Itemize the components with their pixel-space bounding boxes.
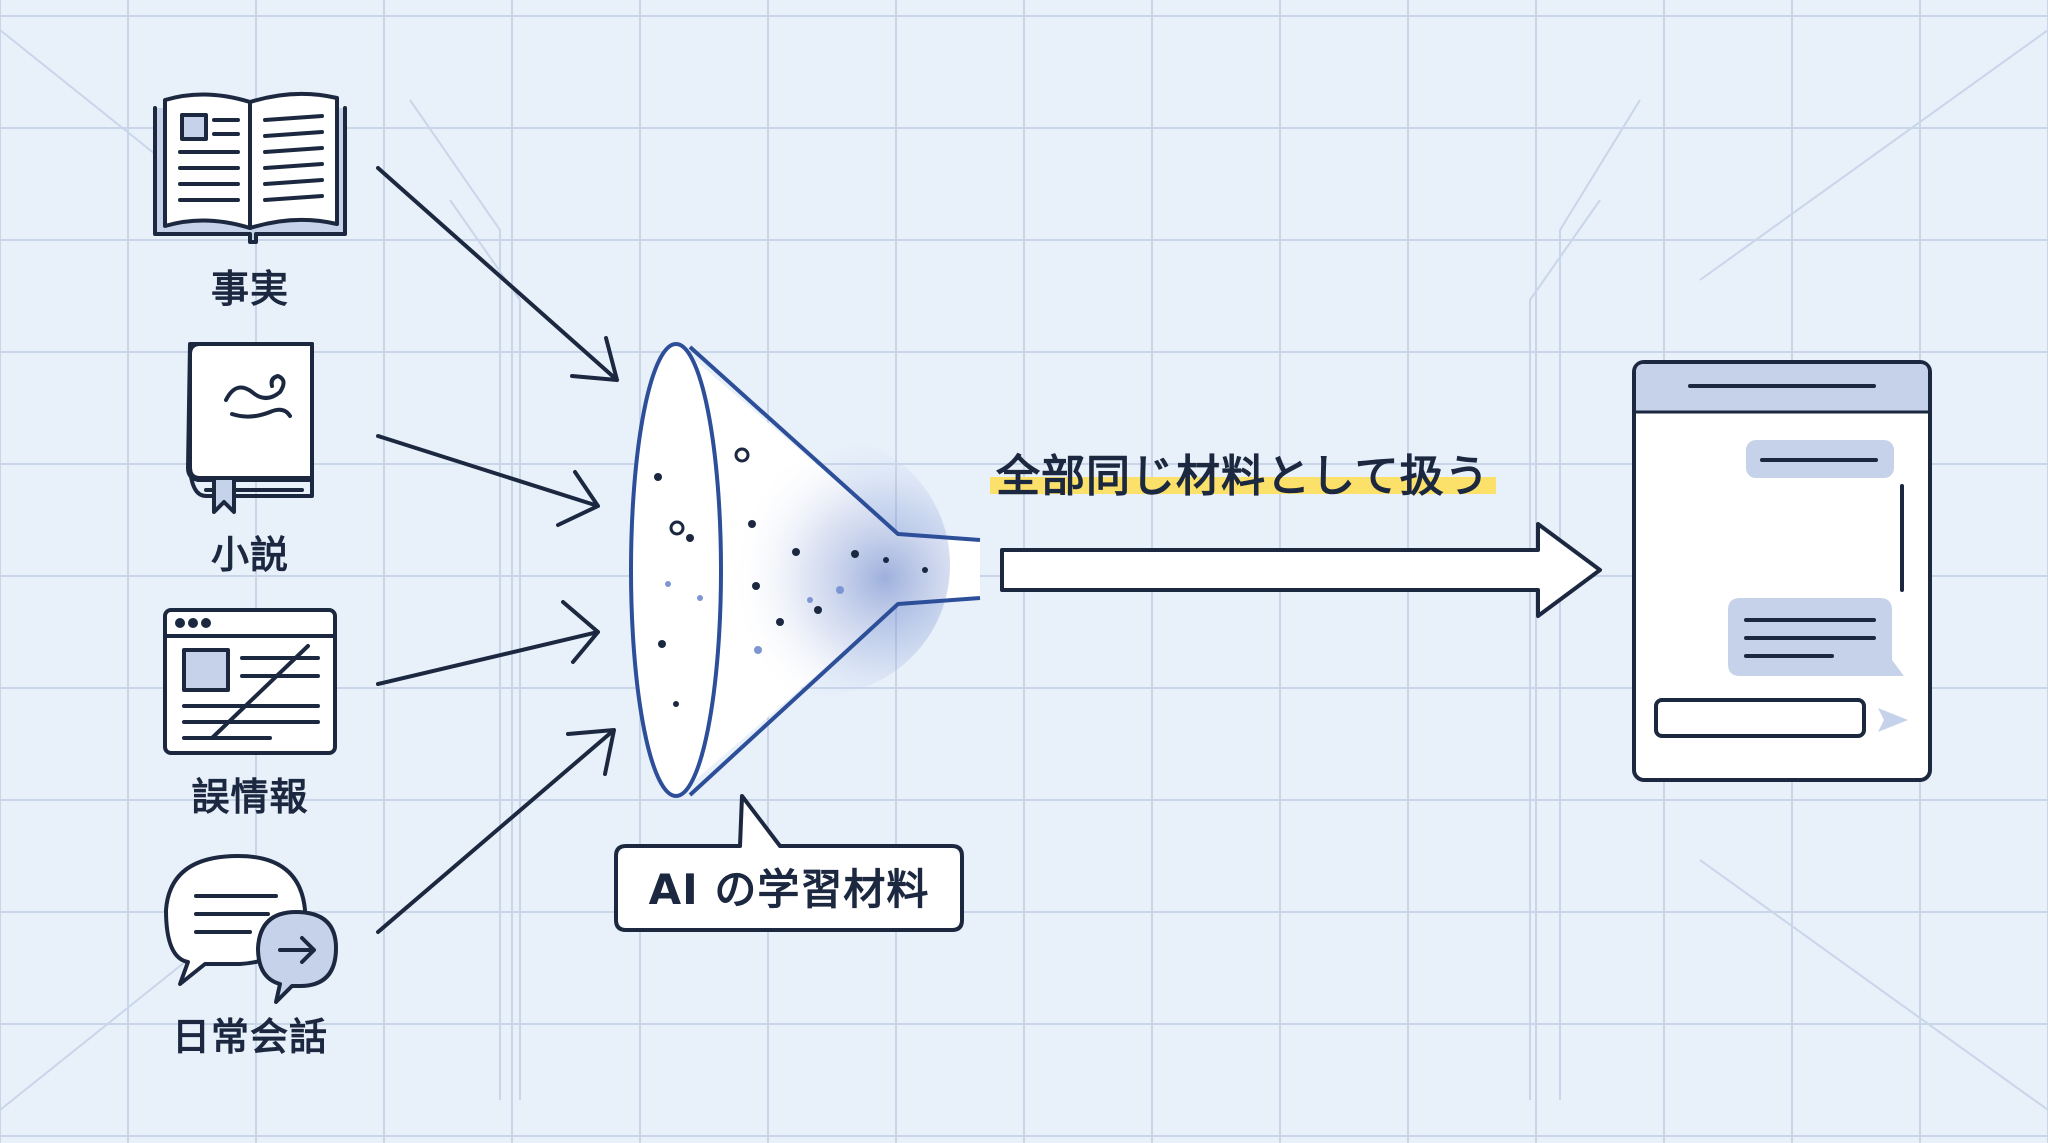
arrow-from-misinformation bbox=[376, 600, 600, 686]
label-misinformation: 誤情報 bbox=[191, 775, 309, 819]
chat-window-icon bbox=[1632, 360, 1932, 782]
funnel-particles bbox=[654, 473, 928, 707]
label-conversation: 日常会話 bbox=[171, 1015, 329, 1059]
send-icon bbox=[1878, 708, 1908, 732]
arrow-from-conversation bbox=[376, 728, 616, 934]
closed-book-icon bbox=[186, 342, 314, 514]
callout-label: AI の学習材料 bbox=[648, 865, 930, 914]
arrow-from-novel bbox=[376, 434, 600, 527]
label-novel: 小説 bbox=[210, 533, 290, 577]
crossed-out-webpage-icon bbox=[163, 608, 337, 755]
input-arrows bbox=[376, 166, 619, 934]
label-facts: 事実 bbox=[210, 267, 290, 311]
open-book-icon bbox=[153, 91, 347, 244]
speech-bubbles-icon bbox=[164, 854, 338, 1004]
chat-input-field bbox=[1654, 698, 1866, 738]
big-arrow bbox=[1000, 522, 1602, 618]
funnel-icon bbox=[629, 342, 981, 798]
arrow-caption: 全部同じ材料として扱う bbox=[990, 440, 1496, 504]
callout-bubble bbox=[614, 794, 964, 932]
arrow-from-facts bbox=[376, 166, 619, 382]
